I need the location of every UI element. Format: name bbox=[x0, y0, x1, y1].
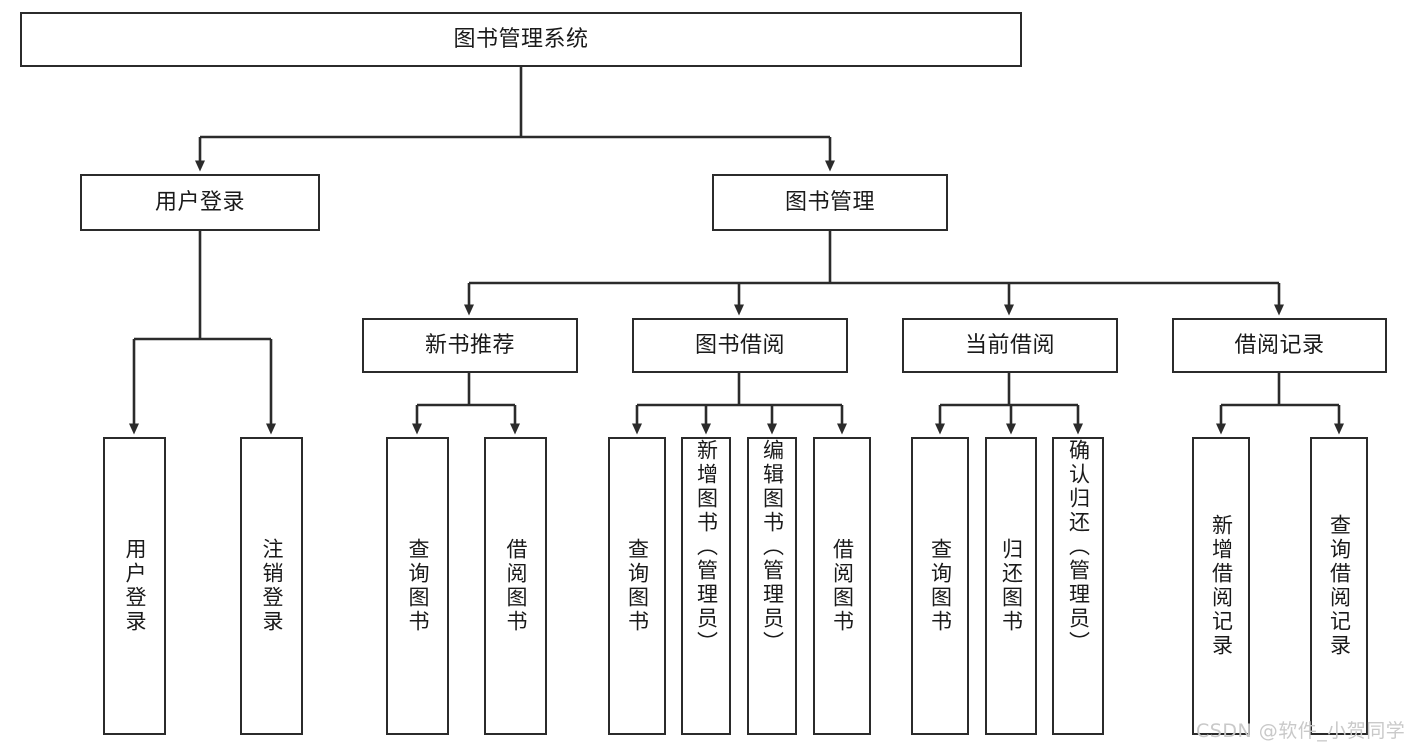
node-new-book-rec-label: 新书推荐 bbox=[424, 332, 515, 358]
node-book-manage-label: 图书管理 bbox=[784, 189, 875, 215]
node-leaf-query-book-2-label: 查询图书 bbox=[625, 538, 650, 634]
node-book-borrow-label: 图书借阅 bbox=[694, 332, 785, 358]
node-leaf-add-record-label: 新增借阅记录 bbox=[1209, 514, 1234, 658]
node-new-book-rec[interactable]: 新书推荐 bbox=[362, 318, 578, 373]
node-leaf-edit-book-label: 编辑图书（管理员） bbox=[760, 439, 785, 655]
node-root[interactable]: 图书管理系统 bbox=[20, 12, 1022, 67]
node-user-login[interactable]: 用户登录 bbox=[80, 174, 320, 231]
node-leaf-borrow-book-2-label: 借阅图书 bbox=[830, 538, 855, 634]
node-leaf-query-book-1[interactable]: 查询图书 bbox=[386, 437, 449, 735]
node-leaf-query-book-3[interactable]: 查询图书 bbox=[911, 437, 969, 735]
node-borrow-record[interactable]: 借阅记录 bbox=[1172, 318, 1387, 373]
csdn-watermark: CSDN @软件_小贺同学 bbox=[1196, 716, 1405, 743]
node-leaf-logout-label: 注销登录 bbox=[260, 538, 284, 634]
node-user-login-label: 用户登录 bbox=[154, 189, 245, 215]
node-leaf-borrow-book-1-label: 借阅图书 bbox=[504, 538, 528, 634]
node-current-borrow-label: 当前借阅 bbox=[964, 332, 1055, 358]
csdn-watermark-text: CSDN @软件_小贺同学 bbox=[1196, 720, 1405, 742]
node-book-borrow[interactable]: 图书借阅 bbox=[632, 318, 848, 373]
node-leaf-edit-book[interactable]: 编辑图书（管理员） bbox=[747, 437, 797, 735]
node-leaf-user-login-label: 用户登录 bbox=[123, 538, 147, 634]
node-leaf-add-record[interactable]: 新增借阅记录 bbox=[1192, 437, 1250, 735]
node-leaf-add-book-label: 新增图书（管理员） bbox=[694, 439, 719, 655]
node-leaf-user-login[interactable]: 用户登录 bbox=[103, 437, 166, 735]
node-book-manage[interactable]: 图书管理 bbox=[712, 174, 948, 231]
node-leaf-query-record-label: 查询借阅记录 bbox=[1327, 514, 1352, 658]
node-leaf-return-book[interactable]: 归还图书 bbox=[985, 437, 1037, 735]
node-borrow-record-label: 借阅记录 bbox=[1234, 332, 1325, 358]
node-leaf-query-record[interactable]: 查询借阅记录 bbox=[1310, 437, 1368, 735]
node-leaf-query-book-1-label: 查询图书 bbox=[406, 538, 430, 634]
node-root-label: 图书管理系统 bbox=[453, 26, 589, 52]
node-leaf-query-book-2[interactable]: 查询图书 bbox=[608, 437, 666, 735]
node-leaf-query-book-3-label: 查询图书 bbox=[928, 538, 953, 634]
node-leaf-borrow-book-2[interactable]: 借阅图书 bbox=[813, 437, 871, 735]
node-leaf-logout[interactable]: 注销登录 bbox=[240, 437, 303, 735]
node-leaf-borrow-book-1[interactable]: 借阅图书 bbox=[484, 437, 547, 735]
node-leaf-confirm-return[interactable]: 确认归还（管理员） bbox=[1052, 437, 1104, 735]
node-leaf-confirm-return-label: 确认归还（管理员） bbox=[1066, 439, 1091, 655]
node-leaf-add-book[interactable]: 新增图书（管理员） bbox=[681, 437, 731, 735]
node-leaf-return-book-label: 归还图书 bbox=[999, 538, 1024, 634]
node-current-borrow[interactable]: 当前借阅 bbox=[902, 318, 1118, 373]
